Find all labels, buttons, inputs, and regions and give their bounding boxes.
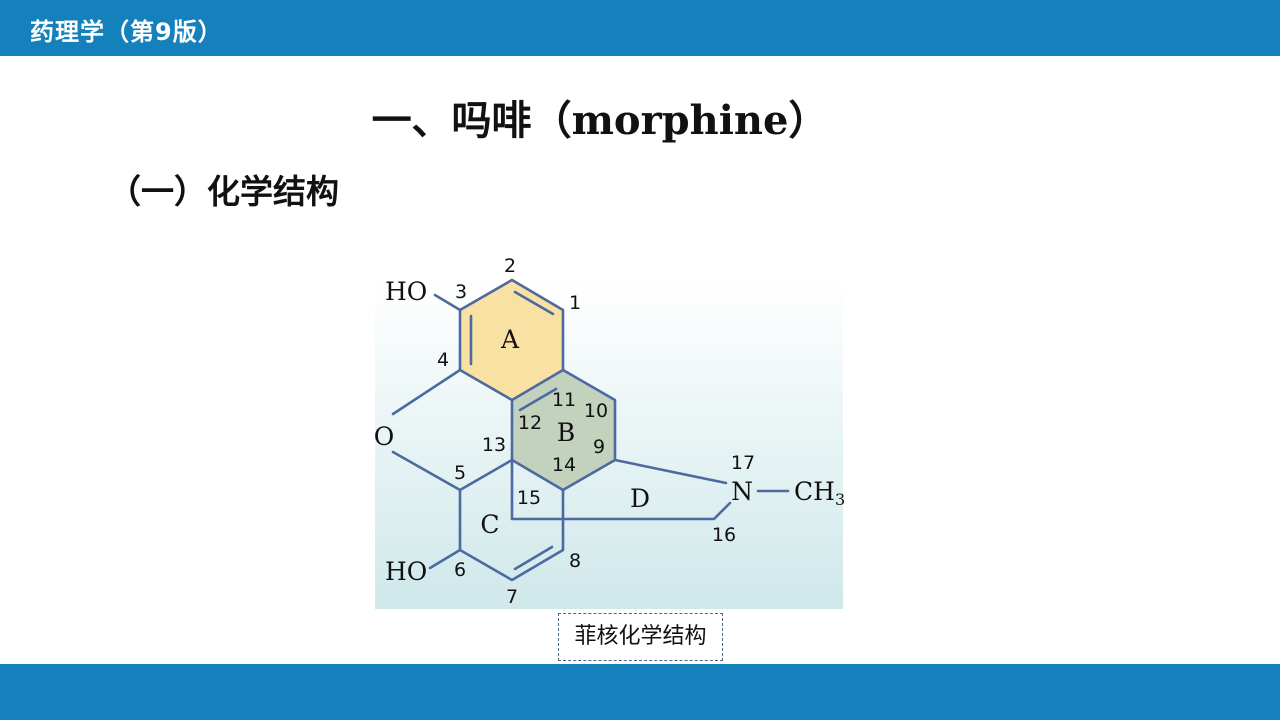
bonds — [391, 278, 790, 582]
hydroxyl-group-bottom: HO — [385, 557, 427, 586]
footer-bar — [0, 664, 1280, 720]
atom-number-10: 10 — [584, 400, 608, 422]
slide-title-open-paren: （ — [531, 98, 572, 144]
atom-number-3: 3 — [455, 281, 467, 303]
header-bar: 药理学（第9版） — [0, 0, 1280, 56]
oxygen-atom: O — [375, 422, 394, 451]
atom-number-1: 1 — [569, 292, 581, 314]
atom-number-5: 5 — [454, 462, 466, 484]
book-title: 药理学（第9版） — [30, 18, 223, 46]
methyl-group: CH3 — [794, 477, 845, 509]
ring-a-fill — [460, 280, 563, 400]
atom-number-12: 12 — [518, 412, 542, 434]
slide-title-cn: 一、吗啡 — [371, 98, 532, 144]
atom-number-14: 14 — [552, 454, 576, 476]
ring-label-c: C — [480, 510, 499, 539]
atom-number-16: 16 — [712, 524, 736, 546]
methyl-subscript: 3 — [835, 490, 845, 509]
atom-number-17: 17 — [731, 452, 755, 474]
slide-title: 一、吗啡（morphine） — [0, 88, 1200, 146]
methyl-ch: CH — [794, 477, 835, 506]
slide-title-close-paren: ） — [788, 98, 829, 144]
atom-number-9: 9 — [593, 436, 605, 458]
morphine-structure-figure: A B C D HO HO O N CH3 1 2 3 4 5 6 7 8 9 … — [375, 250, 845, 610]
nitrogen-atom: N — [731, 477, 753, 506]
atom-number-7: 7 — [506, 586, 518, 608]
ring-label-b: B — [557, 418, 575, 447]
hydroxyl-group-top: HO — [385, 277, 427, 306]
ring-label-d: D — [630, 484, 650, 513]
atom-number-11: 11 — [552, 389, 576, 411]
structure-diagram: A B C D HO HO O N CH3 1 2 3 4 5 6 7 8 9 … — [375, 255, 845, 609]
section-heading: （一）化学结构 — [108, 172, 339, 211]
atom-number-4: 4 — [437, 349, 449, 371]
atom-number-8: 8 — [569, 550, 581, 572]
figure-caption: 菲核化学结构 — [558, 613, 723, 661]
atom-number-15: 15 — [517, 487, 541, 509]
atom-number-6: 6 — [454, 559, 466, 581]
atom-number-2: 2 — [504, 255, 516, 277]
slide-title-en: morphine — [571, 97, 789, 144]
ring-label-a: A — [500, 325, 520, 354]
atom-number-13: 13 — [482, 434, 506, 456]
